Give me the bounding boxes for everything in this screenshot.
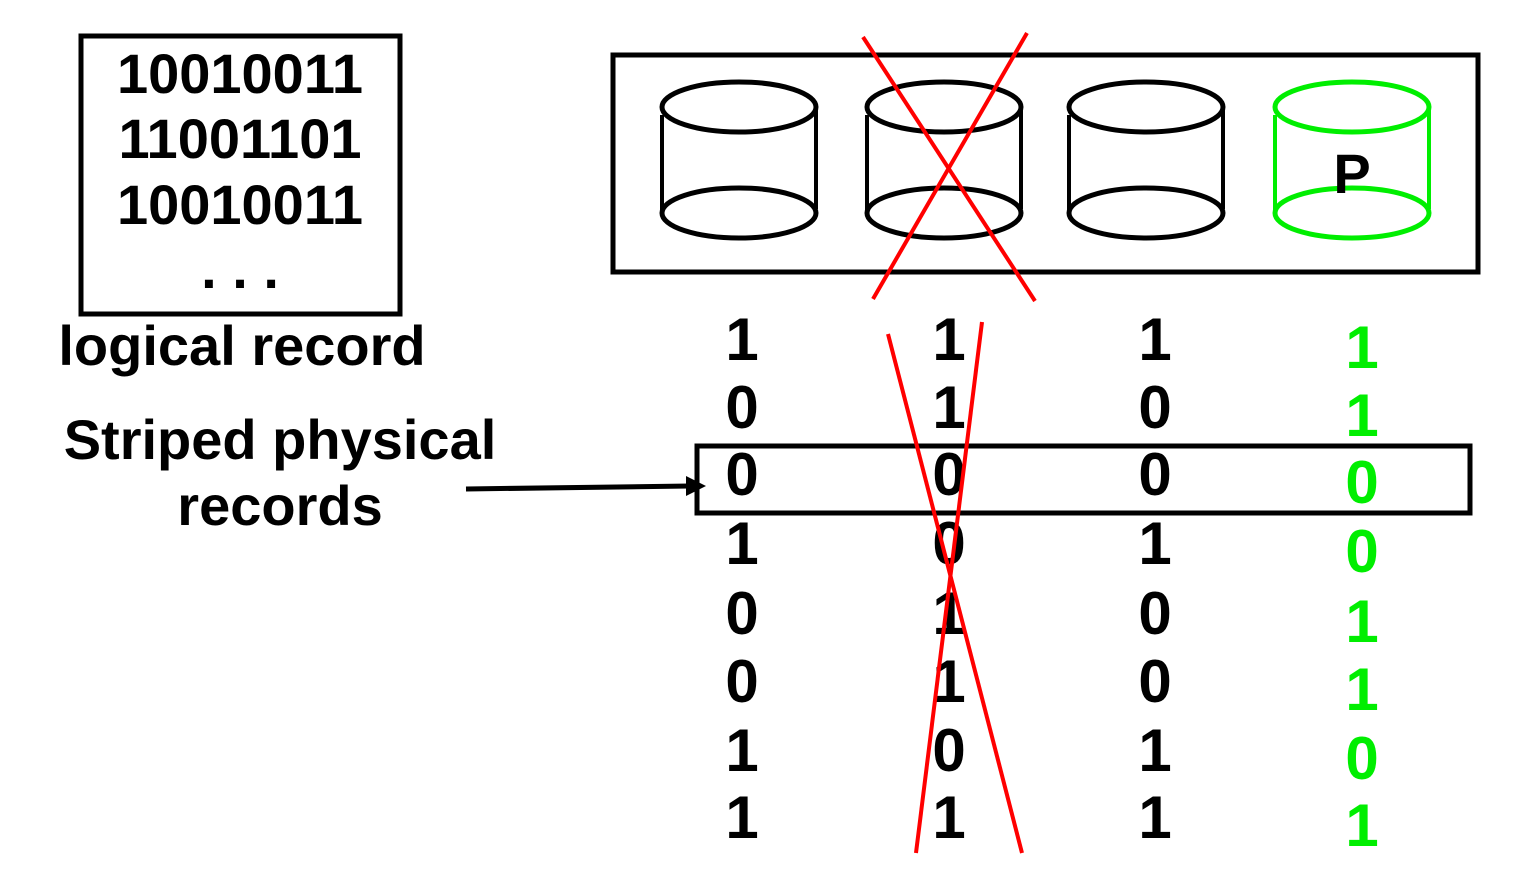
logical-record-ellipsis: . . . (201, 237, 279, 300)
disk-icon (659, 79, 819, 241)
bit-value: 0 (1345, 518, 1378, 585)
failed-column-x-mark (886, 321, 1024, 854)
parity-label: P (1333, 142, 1370, 205)
data-column: 10010011 (1138, 306, 1171, 851)
bit-value: 1 (725, 717, 758, 784)
logical-record-row: 10010011 (117, 173, 363, 236)
striped-label-line2: records (177, 474, 382, 537)
data-column: 11001101 (932, 306, 965, 851)
logical-record-label: logical record (58, 314, 425, 377)
bit-value: 0 (932, 717, 965, 784)
bit-value: 1 (1138, 510, 1171, 577)
bit-value: 1 (1345, 792, 1378, 859)
striped-label-line1: Striped physical (64, 408, 497, 471)
bit-value: 1 (1138, 784, 1171, 851)
parity-column: 11001101 (1345, 314, 1378, 859)
bit-value: 0 (1345, 449, 1378, 516)
bit-value: 1 (1345, 382, 1378, 449)
bit-value: 1 (932, 374, 965, 441)
bit-value: 0 (1138, 441, 1171, 508)
bit-value: 1 (1345, 314, 1378, 381)
logical-record-row: 11001101 (119, 107, 362, 170)
bit-value: 0 (725, 374, 758, 441)
disk-array-box (610, 52, 1481, 275)
bit-value: 0 (1138, 648, 1171, 715)
bit-value: 0 (1345, 725, 1378, 792)
bit-value: 1 (725, 510, 758, 577)
bit-value: 1 (1138, 717, 1171, 784)
failed-disk-x-mark (861, 31, 1037, 303)
bit-value: 1 (932, 306, 965, 373)
bit-value: 1 (725, 306, 758, 373)
bit-value: 1 (725, 784, 758, 851)
disk-icon (1066, 79, 1226, 241)
arrow-icon (465, 476, 706, 496)
logical-record-border (78, 33, 403, 317)
bit-value: 0 (725, 580, 758, 647)
bit-value: 1 (1345, 656, 1378, 723)
bit-value: 0 (725, 441, 758, 508)
parity-disk-icon: P (1272, 79, 1432, 241)
bit-value: 1 (1345, 588, 1378, 655)
bit-value: 0 (1138, 374, 1171, 441)
bit-value: 0 (725, 648, 758, 715)
logical-record-box: 10010011 11001101 10010011 . . . (78, 33, 403, 317)
bit-value: 1 (1138, 306, 1171, 373)
logical-record-row: 10010011 (117, 42, 363, 105)
bit-value: 0 (1138, 580, 1171, 647)
bit-value: 1 (932, 784, 965, 851)
disk-icon (864, 79, 1024, 241)
stripe-highlight-box (694, 443, 1473, 516)
data-column: 10010011 (725, 306, 758, 851)
